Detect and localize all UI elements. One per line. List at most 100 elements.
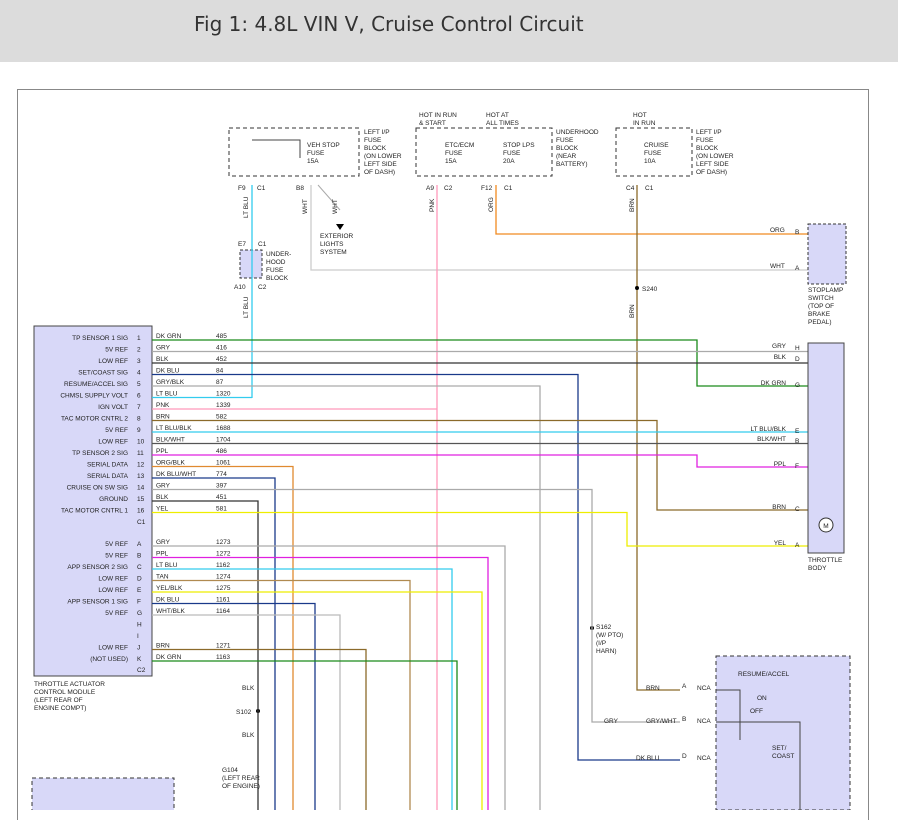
wire-5 [152,385,541,810]
wire-color-label: GRY/BLK [156,379,185,386]
tac-pin-name: SERIAL DATA [87,462,129,469]
pin-label: E7 [238,241,246,248]
wire-color-label: DK BLU/WHT [156,471,196,478]
tac-pin-number: I [137,633,139,640]
tac-pin-name: 5V REF [105,553,128,560]
underhood-fuse-block-2 [239,249,263,279]
wire-color-label: PPL [774,461,787,468]
supply-label: HOT [633,112,647,119]
arrow-icon [336,224,344,230]
fuse-block-label: UNDER- [266,251,291,258]
fuse-label-etc-ecm: ETC/ECM [445,142,474,149]
page-title: Fig 1: 4.8L VIN V, Cruise Control Circui… [194,12,584,36]
stoplamp-label: (TOP OF [808,303,834,310]
fuse-label-stop-lps: STOP LPS [503,142,535,149]
wire-label: LT BLU [243,296,250,318]
wire-color-label: BRN [156,414,170,421]
tac-pin-name: APP SENSOR 2 SIG [67,564,128,571]
tac-pin-name: RESUME/ACCEL SIG [64,381,128,388]
wire-color-label: YEL [156,506,169,513]
fuse-block-label: FUSE [364,137,382,144]
fuse-block-label: LEFT I/P [696,129,722,136]
pin-label: C4 [626,185,635,192]
wire-color-label: YEL/BLK [156,585,183,592]
wire-label: BLK [242,732,255,739]
tac-pin-number: 14 [137,485,145,492]
wire-color-label: TAN [156,574,169,581]
fuse-label-cruise: CRUISE [644,142,669,149]
wire-brn [636,185,680,691]
supply-label: HOT AT [486,112,509,119]
conn-label: NCA [697,755,711,762]
wire-color-label: GRY [156,345,171,352]
tac-pin-number: 7 [137,404,141,411]
ground-label: (LEFT REAR [222,775,260,782]
pin-label: A [795,265,800,272]
conn-label: C2 [258,284,267,291]
fuse-label-etc-ecm: FUSE [445,150,463,157]
fuse-label-veh-stop: VEH STOP [307,142,340,149]
tac-pin-number: J [137,645,140,652]
module-label: ENGINE COMPT) [34,705,86,712]
tac-pin-name: TAC MOTOR CNTRL 2 [61,416,128,423]
wire-B [152,556,489,810]
wire-color-label: GRY [156,483,171,490]
stoplamp-label: BRAKE [808,311,831,318]
wire-label: LT BLU [243,196,250,218]
conn-label: NCA [697,685,711,692]
tac-pin-name: SERIAL DATA [87,473,129,480]
fuse-block-label: (ON LOWER [364,153,402,160]
wire-color-label: WHT [770,263,785,270]
conn-label: C1 [645,185,654,192]
motor-label: M [823,523,828,530]
wire-color-label: GRY [604,718,619,725]
tac-pin-number: C [137,564,142,571]
wire-color-label: WHT/BLK [156,608,186,615]
wire-color-label: LT BLU [156,562,178,569]
supply-label: IN RUN [633,120,656,127]
switch-label: SET/ [772,745,787,752]
fuse-block-underhood [415,127,553,177]
circuit-number: 1275 [216,585,231,592]
tac-pin-number: D [137,576,142,583]
motor-icon [818,517,834,533]
wire-color-label: ORG [770,227,785,234]
splice-label: (I/P [596,640,606,647]
circuit-number: 485 [216,333,227,340]
tac-pin-name: CRUISE ON SW SIG [67,485,128,492]
wire-label: BLK [242,685,255,692]
switch-contact [716,689,741,740]
wire-F [152,602,316,810]
tac-pin-name: 5V REF [105,347,128,354]
tac-pin-number: 13 [137,473,145,480]
stoplamp-label: STOPLAMP [808,287,843,294]
fuse-block-label: HOOD [266,259,286,266]
exterior-lights-label: LIGHTS [320,241,344,248]
fuse-block-left-ip-2 [615,127,693,177]
tac-pin-number: B [137,553,141,560]
circuit-number: 1271 [216,643,231,650]
ground-label: OF ENGINE) [222,783,260,790]
pin-label: E [795,428,800,435]
conn-label: C1 [504,185,513,192]
pin-label: G [795,382,800,389]
wire-color-label: LT BLU/BLK [156,425,192,432]
fuse-block-label: BLOCK [556,145,579,152]
tac-pin-name: TP SENSOR 1 SIG [72,335,128,342]
pin-label: A [795,542,800,549]
wire-color-label: YEL [774,540,787,547]
pin-label: B [795,438,799,445]
pin-label: D [682,753,687,760]
circuit-number: 87 [216,379,224,386]
splice-label: S102 [236,709,252,716]
wire-color-label: DK GRN [156,333,182,340]
circuit-number: 1273 [216,539,231,546]
fuse-label-etc-ecm: 15A [445,158,457,165]
tac-pin-name: GROUND [99,496,128,503]
fuse-block-label: BLOCK [364,145,387,152]
fuse-block-label: (NEAR [556,153,577,160]
throttle-body-label: THROTTLE [808,557,843,564]
wire-color-label: GRY [156,539,171,546]
circuit-number: 486 [216,448,227,455]
